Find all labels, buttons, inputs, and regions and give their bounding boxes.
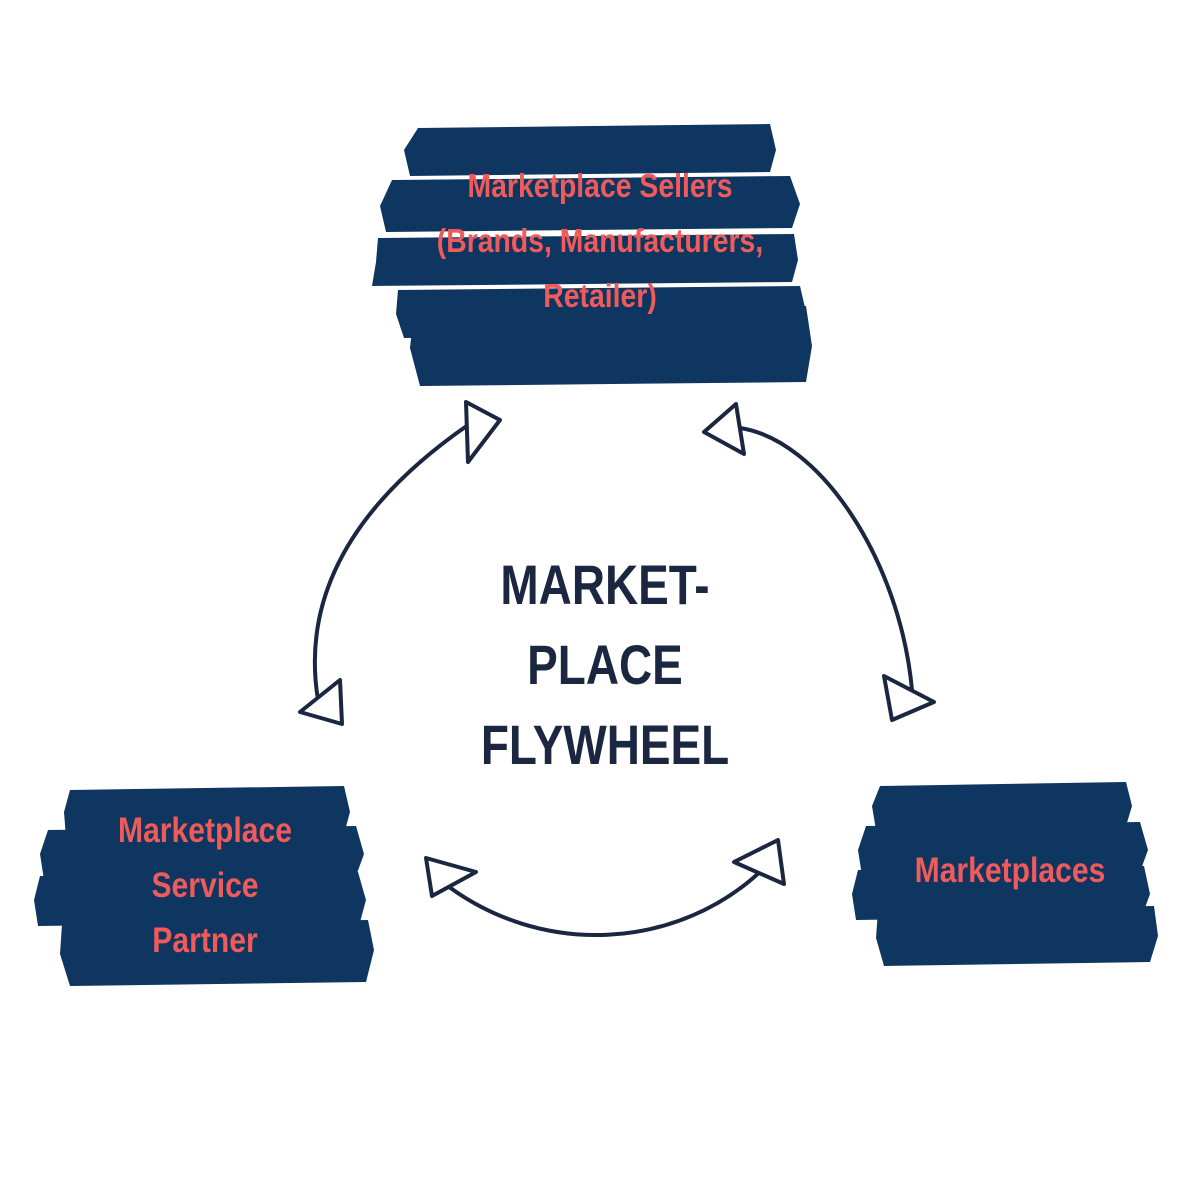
marketplaces-label: Marketplaces bbox=[881, 835, 1139, 905]
arrowhead-right-top bbox=[702, 402, 746, 456]
sellers-label-line-2: (Brands, Manufacturers, bbox=[436, 221, 764, 259]
marketplaces-label-line-1: Marketplaces bbox=[914, 850, 1106, 890]
center-title-line-3: FLYWHEEL bbox=[480, 713, 730, 776]
service-partner-label-line-1: Marketplace bbox=[117, 810, 292, 850]
right-connector-arc bbox=[738, 426, 914, 692]
arrowhead-left-top bbox=[464, 400, 502, 464]
arrowhead-bottom-right bbox=[732, 838, 786, 886]
service-partner-label: Marketplace Service Partner bbox=[63, 800, 347, 970]
bottom-connector-arc bbox=[438, 866, 766, 937]
service-partner-brush bbox=[34, 786, 374, 986]
sellers-label-line-1: Marketplace Sellers bbox=[467, 166, 733, 204]
center-title-line-2: PLACE bbox=[527, 633, 683, 696]
center-title-line-1: MARKET- bbox=[500, 553, 710, 616]
sellers-label-line-3: Retailer) bbox=[543, 276, 657, 314]
sellers-label: Marketplace Sellers (Brands, Manufacture… bbox=[394, 160, 807, 320]
marketplaces-brush bbox=[852, 782, 1158, 966]
arrowhead-bottom-left bbox=[424, 856, 478, 898]
service-partner-label-line-2: Service bbox=[151, 865, 259, 905]
center-title: MARKET- PLACE FLYWHEEL bbox=[437, 540, 773, 790]
arrowhead-left-bottom bbox=[298, 678, 344, 726]
service-partner-label-line-3: Partner bbox=[152, 920, 258, 960]
arrowhead-right-bottom bbox=[882, 674, 936, 722]
left-connector-arc bbox=[312, 423, 470, 702]
sellers-brush bbox=[372, 124, 812, 386]
